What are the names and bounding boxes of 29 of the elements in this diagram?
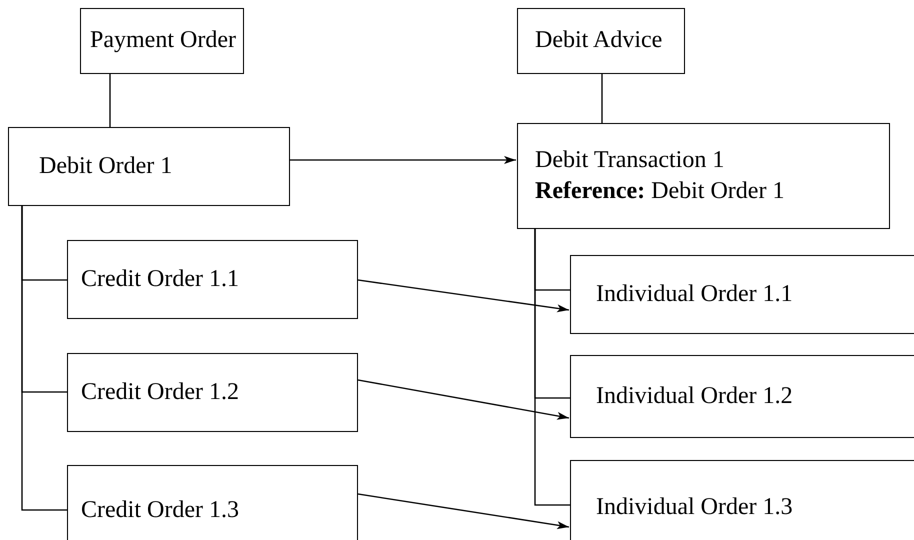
connector-line xyxy=(21,206,67,511)
node-label: Credit Order 1.3 xyxy=(81,496,240,525)
process-box xyxy=(67,240,358,319)
connector-line xyxy=(601,74,603,123)
connector-line xyxy=(109,74,111,127)
process-box xyxy=(80,8,244,74)
node-label: Credit Order 1.2 xyxy=(81,378,240,407)
node-label: Debit Advice xyxy=(535,26,664,56)
node-label: Debit Order 1 xyxy=(39,152,174,181)
process-box xyxy=(67,353,358,432)
node-label: Credit Order 1.1 xyxy=(81,264,240,294)
arrow xyxy=(358,379,570,420)
process-box xyxy=(67,465,358,540)
node-label: Reference: Debit Order 1 xyxy=(535,177,786,206)
process-box xyxy=(517,8,685,74)
process-box xyxy=(8,127,290,206)
node-label: Individual Order 1.2 xyxy=(596,382,794,411)
connector-line xyxy=(534,229,570,506)
node-label: Individual Order 1.3 xyxy=(596,493,794,522)
process-box xyxy=(570,355,914,438)
process-box xyxy=(570,255,914,334)
arrow xyxy=(358,493,570,530)
process-box xyxy=(570,460,914,540)
node-label: Debit Transaction 1 xyxy=(535,146,726,175)
arrow xyxy=(290,156,516,164)
node-label: Payment Order xyxy=(90,26,237,56)
node-label: Individual Order 1.1 xyxy=(596,280,794,309)
process-box xyxy=(517,123,890,229)
arrow xyxy=(358,279,570,312)
